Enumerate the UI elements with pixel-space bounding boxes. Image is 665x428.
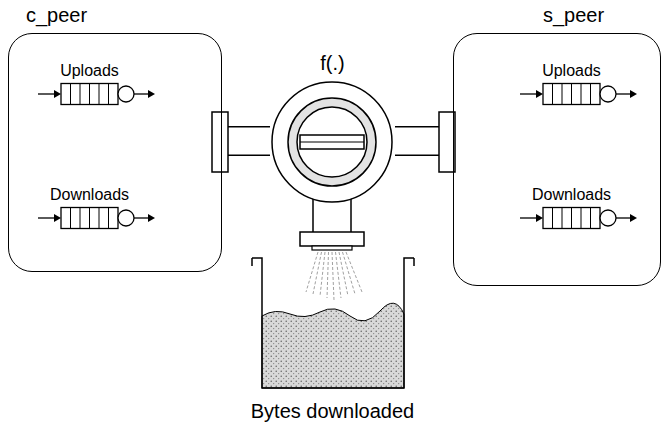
queue-buffer [61, 84, 118, 105]
arrowhead [148, 90, 155, 98]
queue-slot [80, 208, 81, 229]
queue-slot [89, 208, 90, 229]
valve: f(.) [270, 52, 395, 204]
queue-slot [552, 84, 553, 105]
queue-slot [89, 84, 90, 105]
queue-slot [108, 84, 109, 105]
spray-stroke [327, 252, 329, 298]
queue-slot [590, 208, 591, 229]
queue-slot [581, 84, 582, 105]
queue-slot [590, 84, 591, 105]
arrowhead [630, 214, 637, 222]
queue: Downloads [518, 186, 640, 234]
liquid [262, 303, 404, 388]
queue-server [600, 86, 616, 102]
spray-stroke [320, 252, 325, 296]
queue-slot [70, 208, 71, 229]
bucket-lip [413, 258, 415, 266]
spray-stroke [306, 252, 318, 292]
queue: Downloads [36, 186, 158, 234]
queue-slot [571, 208, 572, 229]
spray-stroke [332, 252, 334, 300]
arrowhead [536, 214, 543, 222]
arrowhead [54, 214, 61, 222]
queue-in-arrow [520, 93, 538, 94]
queue-buffer [543, 84, 600, 105]
valve-disk [297, 107, 367, 177]
spray-stroke [313, 252, 322, 294]
peer-box: c_peerUploadsDownloads [8, 0, 222, 272]
queue-out-arrow [134, 217, 149, 218]
bucket: Bytes downloaded [215, 254, 450, 426]
arrowhead [536, 90, 543, 98]
queue: Uploads [36, 62, 158, 110]
node-heading: f(.) [320, 52, 344, 74]
valve-handle-line [300, 141, 364, 142]
queue-in-arrow [38, 93, 56, 94]
arrowhead [630, 90, 637, 98]
queue-symbol [36, 206, 158, 234]
queue-in-arrow [520, 217, 538, 218]
flange [212, 112, 228, 172]
queue-slot [571, 84, 572, 105]
queue-buffer [543, 208, 600, 229]
queue-slot [581, 208, 582, 229]
queue-slot [99, 84, 100, 105]
queue-label: Downloads [532, 186, 611, 204]
queue-label: Uploads [542, 62, 601, 80]
queue-slot [552, 208, 553, 229]
queue-symbol [518, 206, 640, 234]
pipe-wall [222, 126, 270, 156]
spray-stroke [346, 252, 362, 292]
queue-slot [562, 208, 563, 229]
peer-box: s_peerUploadsDownloads [453, 0, 661, 286]
arrowhead [148, 214, 155, 222]
queue-out-arrow [616, 93, 631, 94]
queue-out-arrow [616, 217, 631, 218]
spray [306, 252, 362, 300]
queue-slot [108, 208, 109, 229]
spray-stroke [339, 252, 348, 296]
valve-body [272, 82, 392, 202]
queue-slot [562, 84, 563, 105]
nozzle [312, 246, 352, 250]
node-heading: s_peer [543, 4, 604, 26]
queue-server [118, 210, 134, 226]
pipe-bore [222, 128, 270, 155]
queue-slot [80, 84, 81, 105]
queue-slot [70, 84, 71, 105]
queue: Uploads [518, 62, 640, 110]
arrowhead [54, 90, 61, 98]
queue-slot [99, 208, 100, 229]
nozzle-flange [300, 232, 364, 246]
queue-out-arrow [134, 93, 149, 94]
queue-server [600, 210, 616, 226]
queue-server [118, 86, 134, 102]
node-heading: c_peer [26, 4, 87, 26]
pipe [222, 141, 270, 142]
valve-ring [288, 98, 376, 186]
bucket-caption: Bytes downloaded [251, 400, 414, 422]
bucket-lip [251, 258, 253, 266]
queue-in-arrow [38, 217, 56, 218]
valve-handle [300, 135, 364, 149]
queue-symbol [518, 82, 640, 110]
queue-symbol [36, 82, 158, 110]
queue-buffer [61, 208, 118, 229]
queue-label: Downloads [50, 186, 129, 204]
queue-label: Uploads [60, 62, 119, 80]
